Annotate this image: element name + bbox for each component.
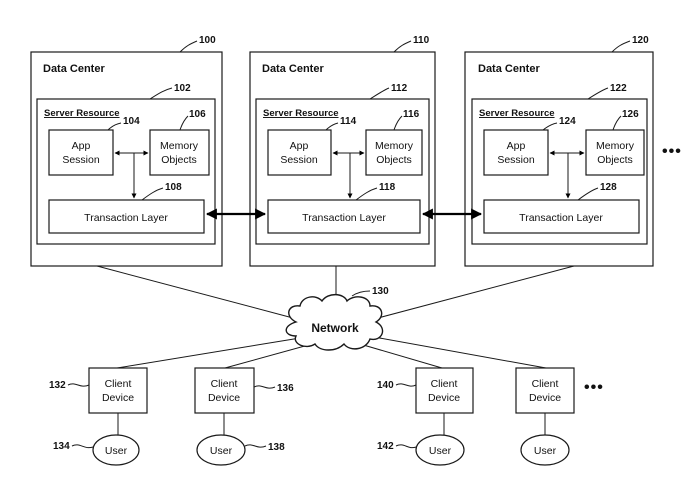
client-132: Client Device 132 User 134 (49, 367, 148, 466)
client-device-label-line1: Client (211, 378, 238, 390)
client-device-box (415, 367, 474, 414)
transaction-layer-label: Transaction Layer (84, 212, 168, 224)
app-session-label-line1: App (507, 140, 526, 152)
network-cloud: Network 130 (285, 286, 389, 351)
data-center-110: Data Center 110 Server Resource 112 App … (249, 35, 436, 267)
data-center-100: Data Center 100 Server Resource 102 App … (30, 35, 223, 267)
app-session-label-line2: Session (280, 154, 318, 166)
server-resource-title: Server Resource (44, 108, 120, 119)
user-ellipse (92, 434, 140, 466)
ref-label: 126 (622, 109, 639, 120)
data-center-120: Data Center 120 Server Resource 122 App … (464, 35, 654, 267)
client-device-box (515, 367, 575, 414)
user-ellipse (196, 434, 246, 466)
memory-objects-label-line2: Objects (597, 154, 633, 166)
memory-objects-box (365, 129, 423, 176)
memory-objects-label-line1: Memory (596, 140, 635, 152)
ref-label: 100 (199, 35, 216, 46)
ref-label: 102 (174, 83, 191, 94)
app-session-box (48, 129, 114, 176)
transaction-layer-box (267, 199, 421, 234)
more-data-centers-ellipsis: ••• (662, 143, 682, 160)
app-session-label-line2: Session (497, 154, 535, 166)
transaction-layer-box (48, 199, 205, 234)
client-device-label-line2: Device (428, 392, 460, 404)
user-ellipse (520, 434, 570, 466)
memory-objects-box (585, 129, 645, 176)
user-ellipse (415, 434, 465, 466)
more-clients-ellipsis: ••• (584, 379, 604, 396)
app-session-label-line2: Session (62, 154, 100, 166)
memory-objects-label-line1: Memory (375, 140, 414, 152)
data-center-title: Data Center (478, 63, 540, 75)
client-device-label-line2: Device (529, 392, 561, 404)
app-session-label-line1: App (290, 140, 309, 152)
ref-label: 106 (189, 109, 206, 120)
network-label: Network (311, 321, 359, 335)
client-device-label-line2: Device (102, 392, 134, 404)
data-center-title: Data Center (262, 63, 324, 75)
memory-objects-label-line2: Objects (376, 154, 412, 166)
transaction-layer-box (483, 199, 640, 234)
ref-label: 136 (277, 383, 294, 394)
ref-label: 142 (377, 441, 394, 452)
user-label: User (105, 445, 128, 457)
transaction-layer-label: Transaction Layer (302, 212, 386, 224)
client-device-label-line1: Client (105, 378, 132, 390)
app-session-box (483, 129, 549, 176)
ref-label: 128 (600, 182, 617, 193)
ref-label: 122 (610, 83, 627, 94)
client-4: Client Device User (515, 367, 575, 466)
ref-label: 120 (632, 35, 649, 46)
network-links (96, 265, 575, 369)
ref-label: 134 (53, 441, 70, 452)
data-center-title: Data Center (43, 63, 105, 75)
ref-label: 138 (268, 442, 285, 453)
memory-objects-label-line1: Memory (160, 140, 199, 152)
ref-label: 140 (377, 380, 394, 391)
client-140: Client Device 140 User 142 (377, 367, 474, 466)
ref-label: 124 (559, 116, 576, 127)
user-label: User (534, 445, 557, 457)
client-device-label-line1: Client (431, 378, 458, 390)
user-label: User (429, 445, 452, 457)
client-device-label-line1: Client (532, 378, 559, 390)
server-resource-title: Server Resource (479, 108, 555, 119)
ref-label: 112 (391, 83, 408, 94)
memory-objects-label-line2: Objects (161, 154, 197, 166)
app-session-box (267, 129, 332, 176)
ref-label: 132 (49, 380, 66, 391)
ref-label: 104 (123, 116, 140, 127)
ref-label: 108 (165, 182, 182, 193)
client-136: Client Device 136 User 138 (194, 367, 294, 466)
memory-objects-box (149, 129, 210, 176)
server-resource-title: Server Resource (263, 108, 339, 119)
ref-label: 130 (372, 286, 389, 297)
transaction-layer-label: Transaction Layer (519, 212, 603, 224)
ref-label: 114 (340, 116, 357, 127)
client-device-box (194, 367, 255, 414)
ref-label: 110 (413, 35, 430, 46)
client-device-box (88, 367, 148, 414)
ref-label: 116 (403, 109, 420, 120)
user-label: User (210, 445, 233, 457)
ref-label: 118 (379, 182, 396, 193)
app-session-label-line1: App (72, 140, 91, 152)
client-device-label-line2: Device (208, 392, 240, 404)
